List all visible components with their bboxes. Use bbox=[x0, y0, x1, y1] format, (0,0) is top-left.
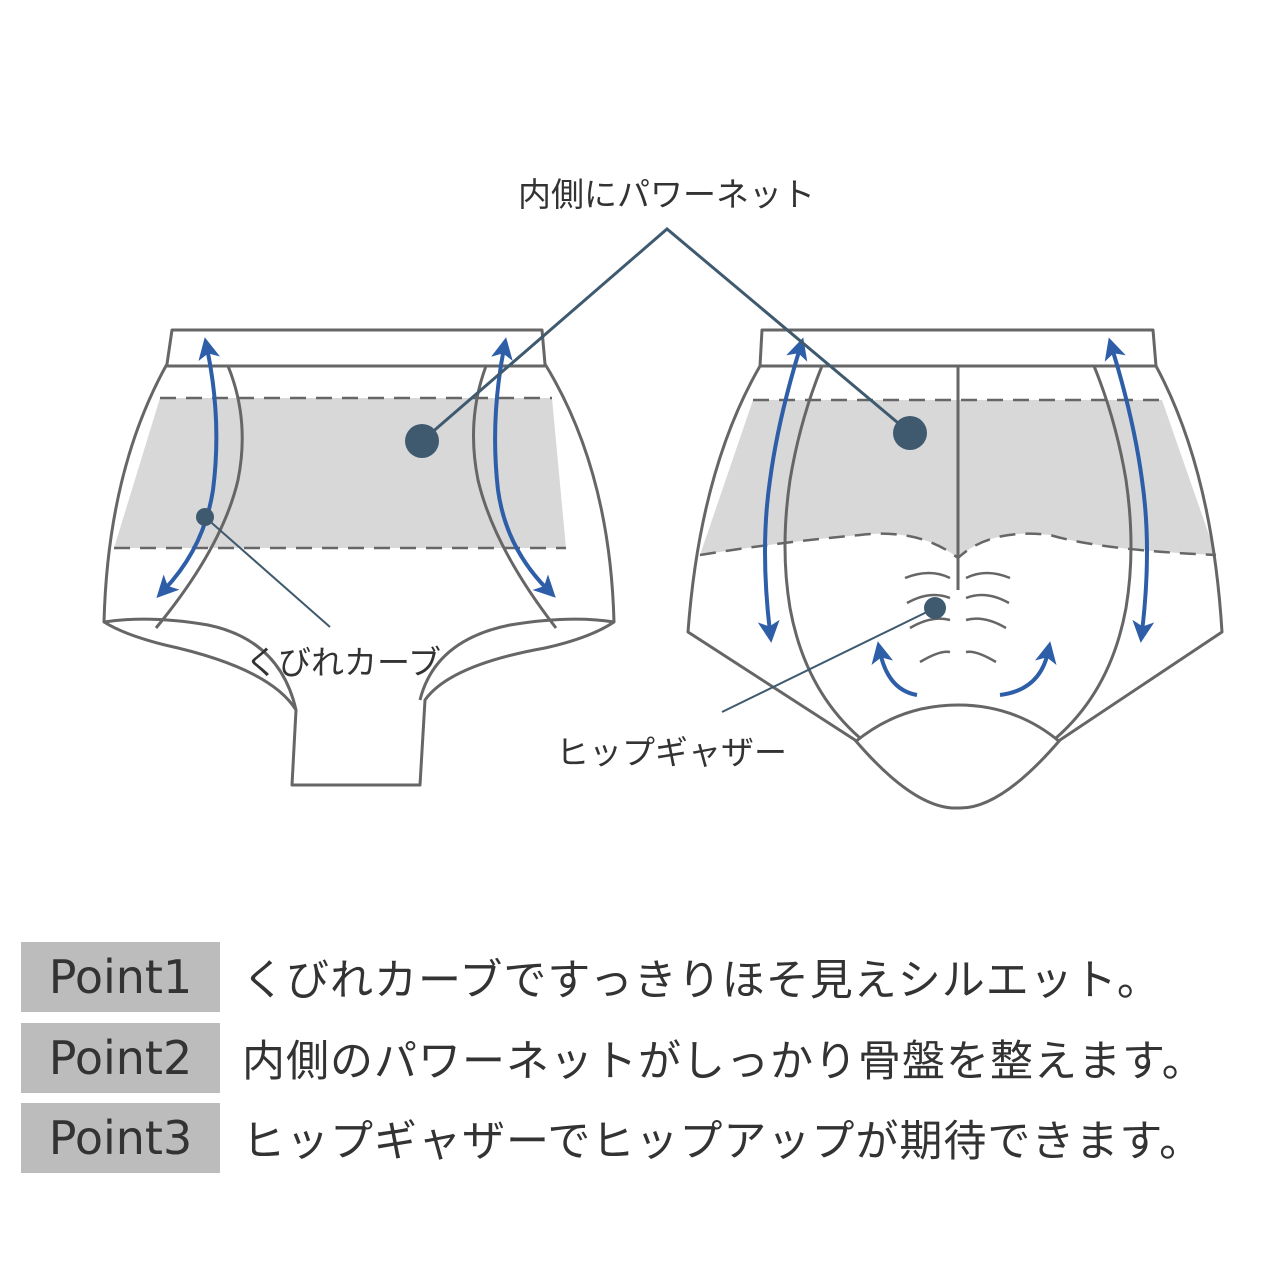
hip-gather-lines bbox=[904, 571, 1011, 664]
front-leg-opening-left bbox=[103, 617, 298, 711]
point-description: ヒップギャザーでヒップアップが期待できます。 bbox=[242, 1117, 1204, 1167]
front-view bbox=[102, 328, 616, 787]
hip-gather-label: ヒップギャザー bbox=[556, 733, 787, 772]
back-gusset bbox=[854, 703, 1061, 744]
back-view bbox=[686, 328, 1224, 810]
back-outline bbox=[686, 328, 1224, 810]
hip-gather-dot bbox=[924, 597, 946, 619]
power-net-dot-front bbox=[405, 424, 439, 458]
back-lower-dashed-edge bbox=[699, 532, 1217, 560]
front-curve-arrow-right bbox=[491, 337, 556, 598]
hip-up-arrow-right bbox=[999, 641, 1057, 697]
hip-up-arrow-left bbox=[871, 641, 918, 697]
front-curve-arrow-left bbox=[156, 337, 221, 598]
point-row-2: Point2 内側のパワーネットがしっかり骨盤を整えます。 bbox=[21, 1023, 1271, 1093]
point-badge: Point1 bbox=[21, 942, 220, 1012]
point-description: くびれカーブですっきりほそ見えシルエット。 bbox=[242, 956, 1161, 1006]
waist-curve-label: くびれカーブ bbox=[245, 643, 442, 682]
back-curve-arrow-left bbox=[757, 337, 808, 643]
garment-diagram bbox=[102, 227, 1224, 810]
front-outline bbox=[102, 328, 616, 787]
point-badge: Point3 bbox=[21, 1103, 220, 1173]
point-row-1: Point1 くびれカーブですっきりほそ見えシルエット。 bbox=[21, 942, 1271, 1012]
point-description: 内側のパワーネットがしっかり骨盤を整えます。 bbox=[242, 1037, 1206, 1087]
callout-leaders bbox=[196, 227, 946, 713]
power-net-label: 内側にパワーネット bbox=[518, 175, 815, 214]
back-curve-arrow-right bbox=[1104, 337, 1155, 643]
front-leg-opening-right bbox=[418, 617, 615, 701]
point-badge: Point2 bbox=[21, 1023, 220, 1093]
point-row-3: Point3 ヒップギャザーでヒップアップが期待できます。 bbox=[21, 1103, 1271, 1173]
waist-curve-dot bbox=[196, 508, 214, 526]
power-net-dot-back bbox=[893, 416, 927, 450]
